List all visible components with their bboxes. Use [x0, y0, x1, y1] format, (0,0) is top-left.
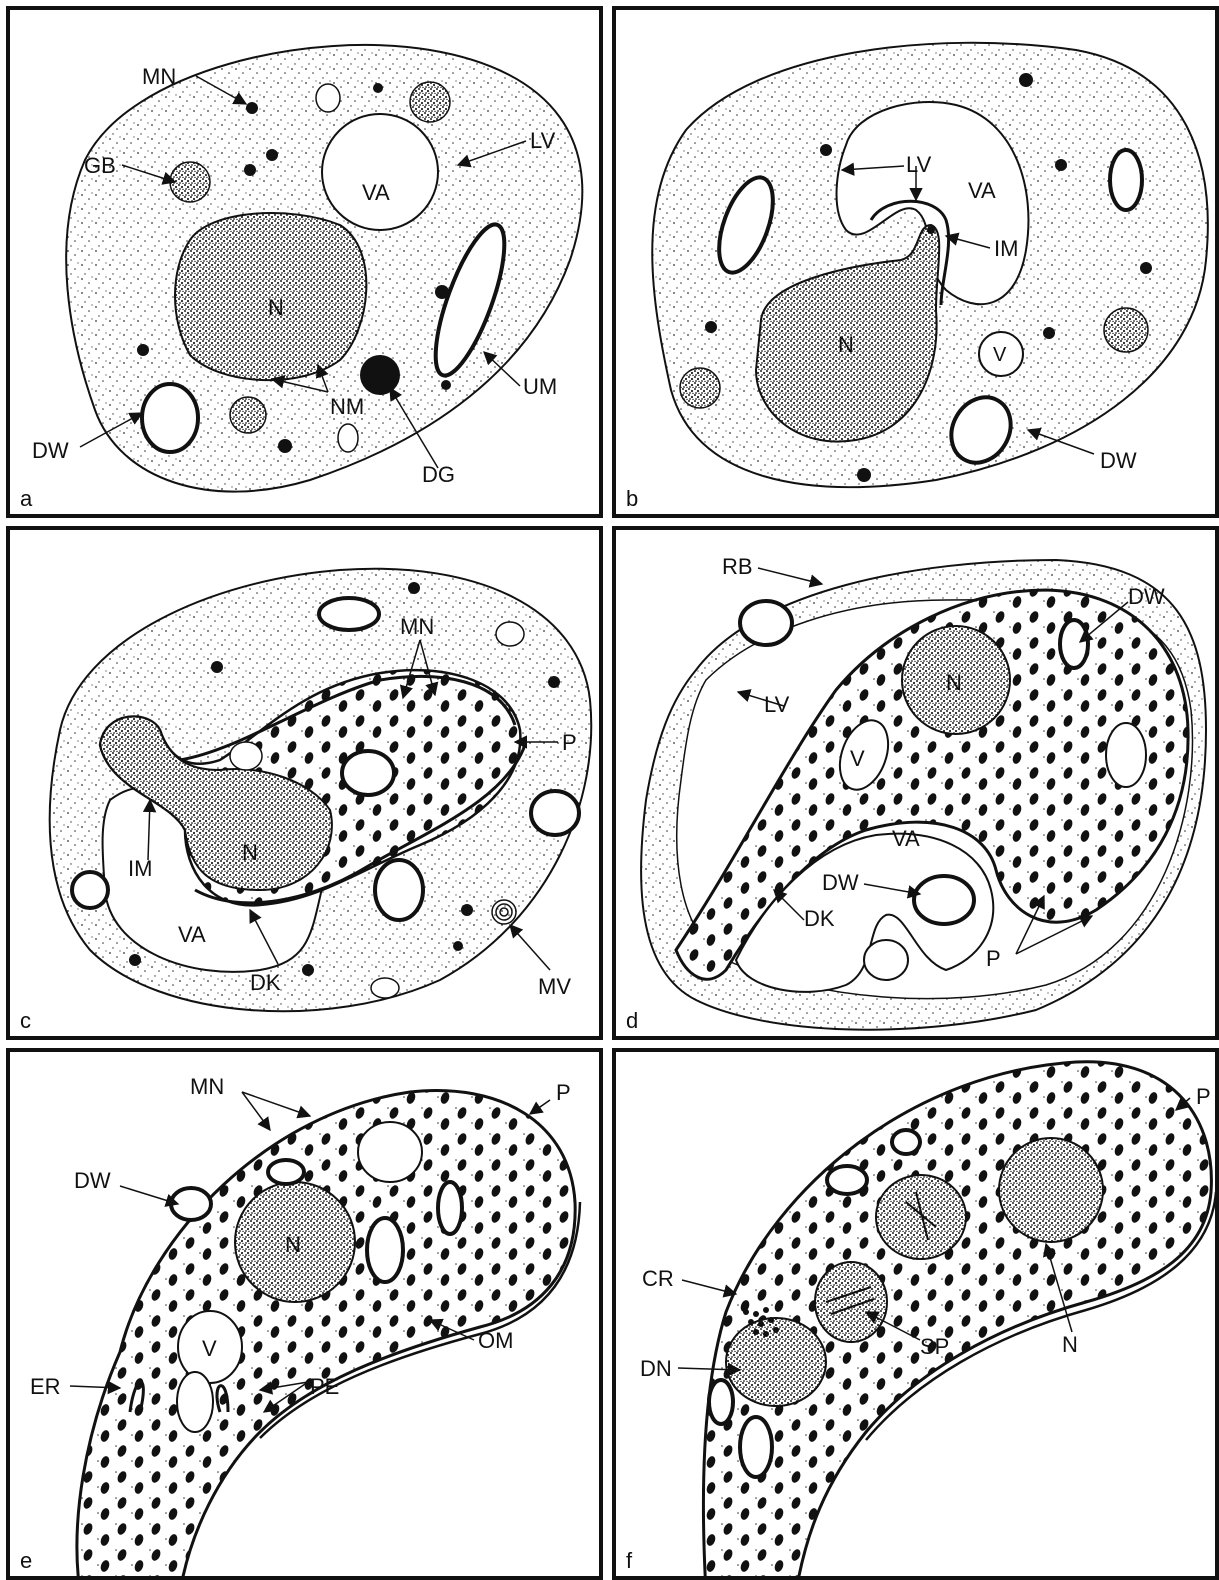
double-wall-body: [72, 872, 108, 908]
label-DK: DK: [804, 906, 835, 931]
label-UM: UM: [523, 374, 557, 399]
label-OM: OM: [478, 1328, 513, 1353]
label-DW: DW: [1100, 448, 1137, 473]
double-wall-body: [367, 1218, 403, 1282]
panel-letter: f: [626, 1548, 632, 1574]
label-N: N: [242, 840, 258, 865]
label-LV: LV: [906, 152, 932, 177]
label-IM: IM: [128, 856, 152, 881]
nucleus: [999, 1138, 1103, 1242]
label-DG: DG: [422, 462, 455, 487]
label-DW: DW: [74, 1168, 111, 1193]
panel-letter: e: [20, 1548, 32, 1574]
label-LV: LV: [764, 692, 790, 717]
label-P: P: [1196, 1084, 1211, 1109]
label-DW: DW: [32, 438, 69, 463]
label-N: N: [1062, 1332, 1078, 1357]
label-IM: IM: [994, 236, 1018, 261]
label-MN: MN: [400, 614, 434, 639]
label-SP: SP: [920, 1334, 949, 1359]
double-wall-body: [740, 601, 792, 645]
label-N: N: [285, 1232, 301, 1257]
label-P: P: [562, 730, 577, 755]
vesicle: [358, 1122, 422, 1182]
label-CR: CR: [642, 1266, 674, 1291]
panel-letter: c: [20, 1008, 31, 1034]
label-VA: VA: [968, 178, 996, 203]
panel-f: P CR N SP DN f: [612, 1048, 1219, 1580]
panel-d: RB DW LV N V VA DW DK P d: [612, 526, 1219, 1040]
vesicle: [177, 1372, 213, 1432]
label-DW2: DW: [822, 870, 859, 895]
dense-granule: [360, 355, 400, 395]
vesicle: [864, 940, 908, 980]
label-DK: DK: [250, 970, 281, 995]
granule-body: [230, 397, 266, 433]
label-PE: PE: [310, 1374, 339, 1399]
panel-a: MN GB LV VA N UM NM DW DG a: [6, 6, 603, 518]
small-vesicle: [338, 424, 358, 452]
nucleus-dividing: [876, 1175, 966, 1259]
double-wall-body: [438, 1182, 462, 1234]
label-VA: VA: [178, 922, 206, 947]
label-P: P: [556, 1080, 571, 1105]
double-wall-body: [342, 751, 394, 795]
label-N: N: [268, 295, 284, 320]
label-VA: VA: [362, 180, 390, 205]
panel-letter: a: [20, 486, 32, 512]
nucleus-dividing: [815, 1262, 887, 1342]
panel-a-diagram: MN GB LV VA N UM NM DW DG: [10, 10, 599, 514]
label-V: V: [202, 1336, 217, 1361]
double-wall-body: [531, 791, 579, 835]
granule-body: [410, 82, 450, 122]
label-MV: MV: [538, 974, 571, 999]
double-wall-body: [142, 384, 198, 452]
double-wall-body: [827, 1166, 867, 1194]
label-P: P: [986, 946, 1001, 971]
label-ER: ER: [30, 1374, 61, 1399]
granule-body: [1104, 308, 1148, 352]
label-V: V: [850, 746, 865, 771]
double-wall-body: [319, 598, 379, 630]
small-vesicle: [230, 742, 262, 770]
double-wall-body: [914, 876, 974, 924]
panel-e-diagram: MN P DW N V OM ER PE: [10, 1052, 599, 1576]
granule-body: [680, 368, 720, 408]
label-RB: RB: [722, 554, 753, 579]
vacuole: [322, 114, 438, 230]
double-wall-body: [375, 860, 423, 920]
label-MN: MN: [190, 1074, 224, 1099]
double-wall-body: [1110, 150, 1142, 210]
panel-b-diagram: LV VA IM N V DW: [616, 10, 1215, 514]
label-V: V: [993, 344, 1007, 366]
label-LV: LV: [530, 128, 556, 153]
panel-c: MN P IM N VA DK MV c: [6, 526, 603, 1040]
small-vesicle: [371, 978, 399, 998]
granule-body: [170, 162, 210, 202]
panel-c-diagram: MN P IM N VA DK MV: [10, 530, 599, 1036]
label-N: N: [838, 332, 854, 357]
label-DW: DW: [1128, 584, 1165, 609]
label-GB: GB: [84, 153, 116, 178]
panel-e: MN P DW N V OM ER PE e: [6, 1048, 603, 1580]
double-wall-body: [1060, 620, 1088, 668]
panel-b: LV VA IM N V DW b: [612, 6, 1219, 518]
double-wall-body: [740, 1417, 772, 1477]
panel-letter: d: [626, 1008, 638, 1034]
label-NM: NM: [330, 394, 364, 419]
small-vesicle: [496, 622, 524, 646]
panel-letter: b: [626, 486, 638, 512]
panel-f-diagram: P CR N SP DN: [616, 1052, 1215, 1576]
panel-d-diagram: RB DW LV N V VA DW DK P: [616, 530, 1215, 1036]
vesicle: [1106, 723, 1146, 787]
double-wall-body: [709, 1380, 733, 1424]
small-vesicle: [316, 84, 340, 112]
label-VA: VA: [892, 826, 920, 851]
double-wall-body: [892, 1130, 920, 1154]
double-wall-body: [268, 1160, 304, 1184]
label-N: N: [946, 670, 962, 695]
label-MN: MN: [142, 64, 176, 89]
label-DN: DN: [640, 1356, 672, 1381]
